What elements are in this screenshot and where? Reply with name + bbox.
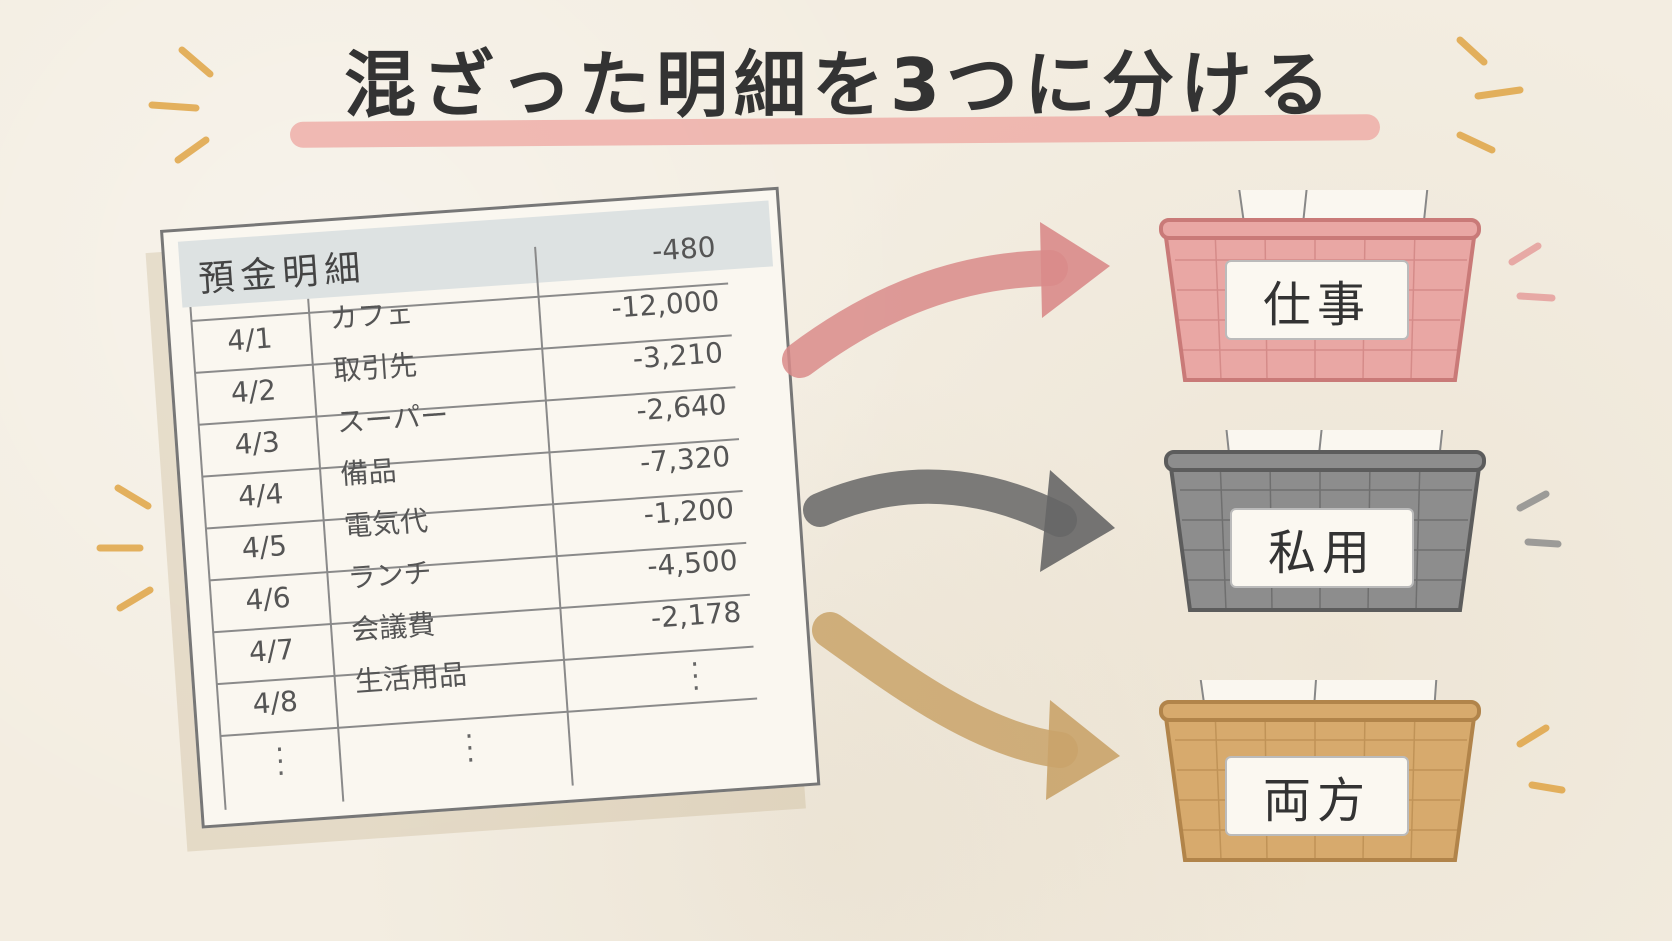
basket-label: 両方 [1225,756,1409,836]
statement-sheet: 預金明細 -480 4/1 カフェ -12,000 4/2 取引先 -3, [160,186,821,829]
bank-statement: 預金明細 -480 4/1 カフェ -12,000 4/2 取引先 -3, [160,186,821,829]
statement-grid [189,246,758,810]
basket-work: 仕事 [1155,190,1485,390]
basket-private: 私用 [1160,430,1490,630]
arrow-to-both [812,612,1120,800]
page-title: 混ざった明細を3つに分ける [343,43,1337,127]
basket-label: 仕事 [1225,260,1409,340]
basket-both: 両方 [1155,680,1485,880]
arrow-to-work [782,222,1110,378]
basket-label: 私用 [1230,508,1414,588]
arrow-to-private [803,469,1115,572]
